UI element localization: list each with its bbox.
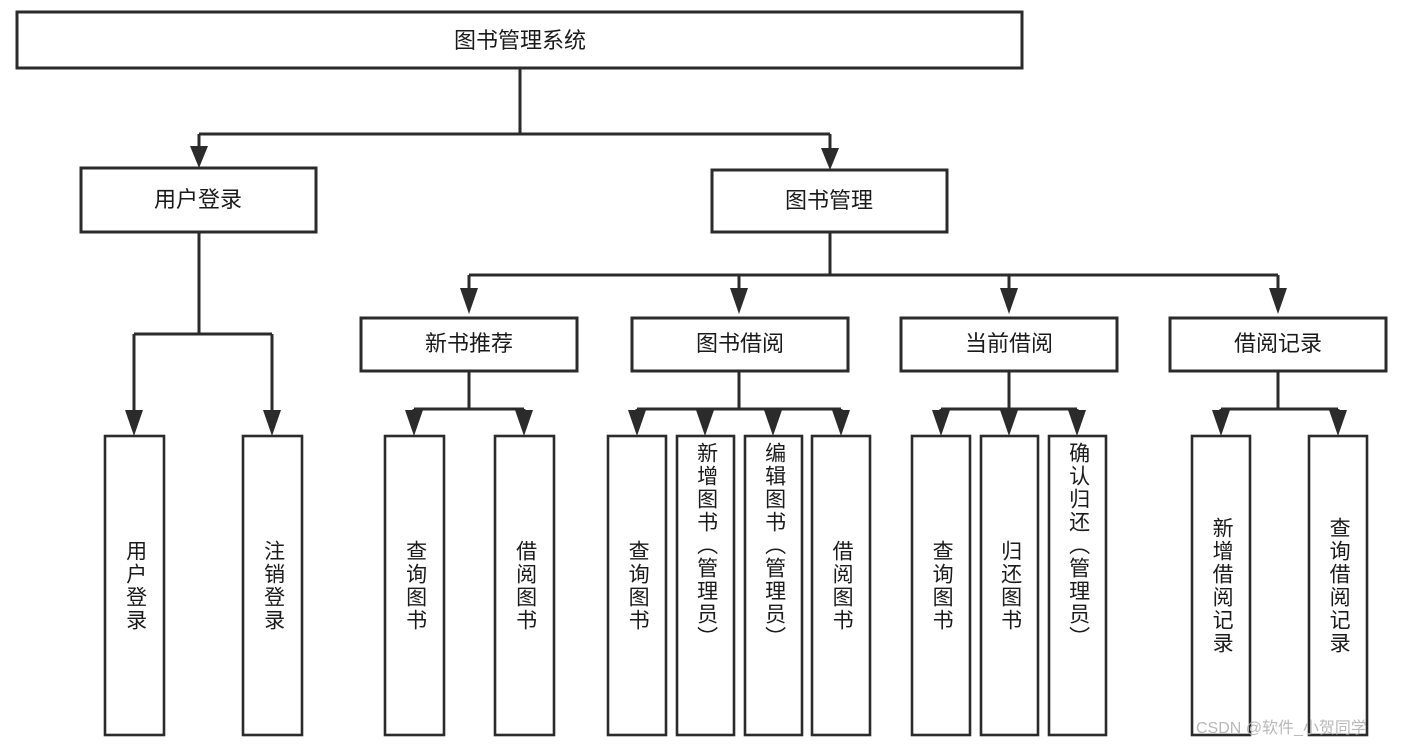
node-current-borrow-box[interactable] <box>899 316 1119 373</box>
arrowhead-leaf-1 <box>263 410 281 436</box>
arrowhead-leaf-5 <box>696 410 714 436</box>
leaf-box-0[interactable] <box>103 434 166 737</box>
leaf-box-11[interactable] <box>1190 434 1252 737</box>
node-borrow-record-label: 借阅记录 <box>1234 331 1322 356</box>
leaf-box-5[interactable] <box>675 434 736 737</box>
arrowhead-new-books <box>460 288 478 314</box>
leaf-box-3[interactable] <box>493 434 556 737</box>
node-borrow-record-box[interactable] <box>1168 316 1388 373</box>
node-book-mgmt-label: 图书管理 <box>785 188 873 213</box>
arrowhead-leaf-11 <box>1212 410 1230 436</box>
leaf-box-6[interactable] <box>743 434 804 737</box>
leaf-box-12[interactable] <box>1307 434 1369 737</box>
arrowhead-leaf-8 <box>932 410 950 436</box>
arrowhead-leaf-12 <box>1329 410 1347 436</box>
arrowhead-book-borrow <box>730 288 748 314</box>
connector-group-book-borrow <box>628 371 850 436</box>
arrowhead-leaf-0 <box>125 410 143 436</box>
node-root-label: 图书管理系统 <box>454 28 586 53</box>
arrowhead-leaf-2 <box>405 410 423 436</box>
connector-group-user-login <box>125 232 281 436</box>
leaf-box-7[interactable] <box>810 434 872 737</box>
connector-group-current-borrow <box>932 371 1086 436</box>
csdn-watermark: CSDN @软件_小贺同学 <box>1196 720 1367 737</box>
node-new-books-label: 新书推荐 <box>425 331 513 356</box>
node-current-borrow-label: 当前借阅 <box>965 331 1053 356</box>
connector-group-borrow-record <box>1212 371 1347 436</box>
leaf-box-2[interactable] <box>383 434 446 737</box>
node-user-login-box[interactable] <box>79 166 318 234</box>
arrowhead-leaf-9 <box>1000 410 1018 436</box>
connector-group-book-mgmt <box>460 232 1287 314</box>
arrowhead-borrow-record <box>1269 288 1287 314</box>
arrowhead-leaf-10 <box>1068 410 1086 436</box>
arrowhead-leaf-7 <box>832 410 850 436</box>
connector-group-new-books <box>405 371 533 436</box>
node-book-mgmt-box[interactable] <box>710 168 949 234</box>
leaf-box-1[interactable] <box>241 434 304 737</box>
arrowhead-leaf-4 <box>628 410 646 436</box>
leaf-box-8[interactable] <box>910 434 972 737</box>
arrowhead-current-borrow <box>1000 288 1018 314</box>
arrowhead-book-mgmt <box>821 148 839 170</box>
node-user-login-label: 用户登录 <box>154 187 242 212</box>
node-book-borrow-box[interactable] <box>630 316 850 373</box>
arrowhead-user-login <box>190 146 208 168</box>
node-root-box[interactable] <box>15 10 1024 70</box>
leaf-box-9[interactable] <box>979 434 1040 737</box>
leaf-box-4[interactable] <box>606 434 668 737</box>
node-book-borrow-label: 图书借阅 <box>696 331 784 356</box>
node-new-books-box[interactable] <box>359 316 579 373</box>
arrowhead-leaf-3 <box>515 410 533 436</box>
connector-group-root <box>190 68 839 170</box>
arrowhead-leaf-6 <box>764 410 782 436</box>
leaf-box-10[interactable] <box>1047 434 1108 737</box>
